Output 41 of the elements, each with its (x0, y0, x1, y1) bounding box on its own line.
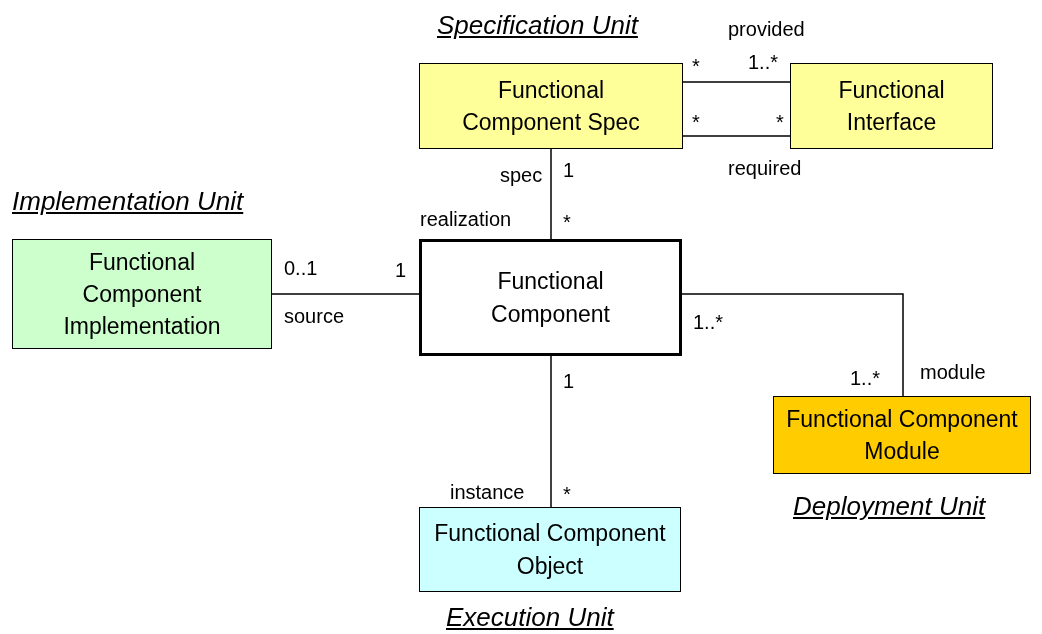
association-line (682, 135, 791, 137)
role-name: source (284, 306, 345, 326)
class-name: Functional Component Spec (461, 75, 641, 137)
multiplicity: 1 (395, 260, 407, 280)
multiplicity: 1..* (748, 52, 779, 72)
association-line (682, 81, 791, 83)
unit-heading: Specification Unit (437, 12, 638, 38)
class-box (419, 63, 683, 149)
association-line (550, 148, 552, 240)
class-name: Functional Component Implementation (62, 247, 222, 342)
multiplicity: * (692, 112, 700, 132)
multiplicity: * (563, 484, 571, 504)
unit-heading: Implementation Unit (12, 188, 244, 214)
class-box (12, 239, 272, 349)
multiplicity: * (563, 212, 571, 232)
class-name: Functional Component Object (433, 519, 667, 581)
class-box (419, 507, 681, 592)
multiplicity: 1..* (850, 368, 881, 388)
role-name: required (728, 158, 802, 178)
class-box (419, 239, 682, 356)
multiplicity: * (692, 56, 700, 76)
class-box (790, 63, 993, 149)
class-name: Functional Component (490, 267, 611, 329)
class-name: Functional Component Module (785, 404, 1019, 466)
multiplicity: * (776, 112, 784, 132)
multiplicity: 1 (563, 160, 575, 180)
association-line (681, 293, 904, 397)
class-name: Functional Interface (837, 75, 946, 137)
role-name: provided (728, 19, 805, 39)
multiplicity: 1..* (693, 312, 724, 332)
multiplicity: 1 (563, 371, 575, 391)
association-line (271, 293, 420, 295)
class-box (773, 396, 1031, 474)
association-line (550, 355, 552, 508)
role-name: spec (500, 165, 543, 185)
role-name: instance (450, 482, 525, 502)
unit-heading: Execution Unit (446, 604, 614, 630)
role-name: realization (420, 209, 512, 229)
role-name: module (920, 362, 986, 382)
multiplicity: 0..1 (284, 258, 318, 278)
unit-heading: Deployment Unit (793, 493, 986, 519)
